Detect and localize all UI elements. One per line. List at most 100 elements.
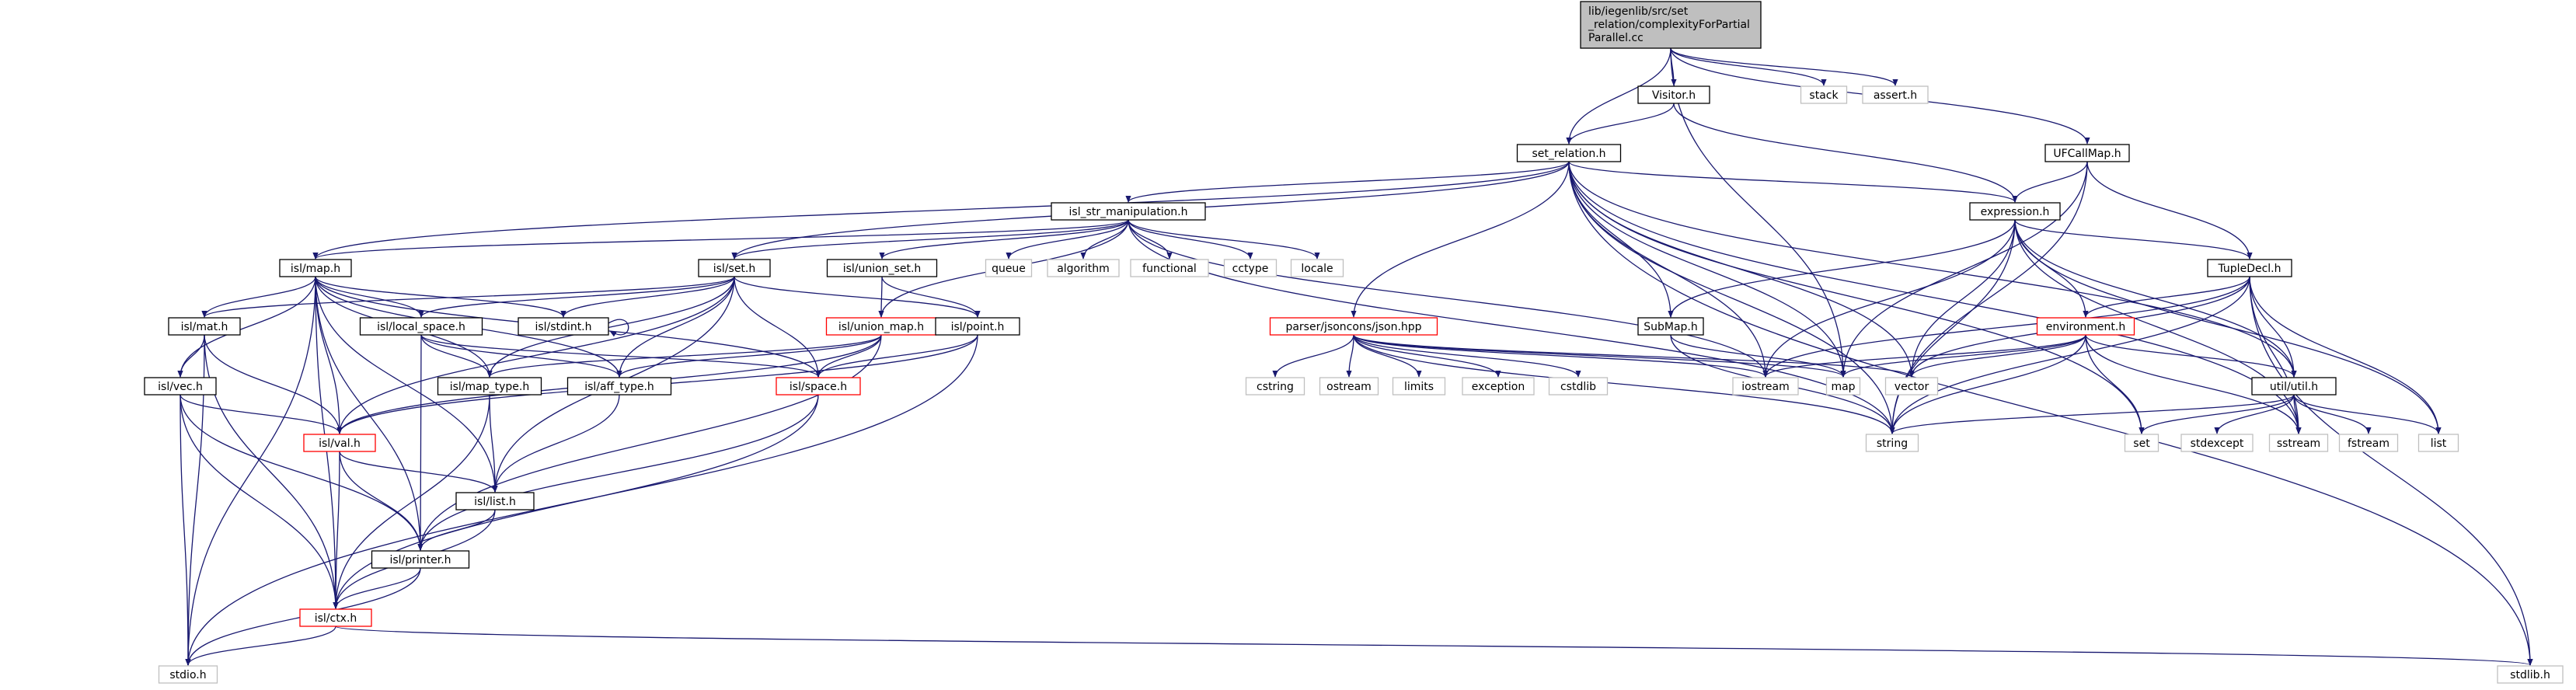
node-box-islset	[698, 259, 771, 277]
edge-expr-to-vector	[1908, 219, 2016, 378]
node-box-locspace	[359, 317, 483, 336]
edge-islset-to-point	[734, 276, 981, 318]
node-box-utilh	[2251, 377, 2337, 396]
node-unionset[interactable]: isl/union_set.h	[826, 259, 938, 277]
node-box-exception	[1462, 377, 1535, 396]
edge-json-to-cstring	[1272, 334, 1354, 378]
edge-utilh-to-fstream	[2293, 394, 2372, 434]
edge-islset-to-stdint	[560, 276, 735, 318]
node-label-ctx: isl/ctx.h	[315, 612, 357, 625]
node-label-cctype: cctype	[1232, 263, 1269, 275]
edge-json-to-ostream	[1346, 334, 1354, 378]
node-islmap[interactable]: isl/map.h	[279, 259, 352, 277]
edge-strmanip-to-cctype	[1128, 219, 1253, 260]
node-queue: queue	[985, 259, 1033, 277]
node-afftype[interactable]: isl/aff_type.h	[566, 377, 672, 396]
node-label-string: string	[1877, 437, 1908, 450]
node-box-sstream	[2268, 434, 2329, 452]
node-utilh[interactable]: util/util.h	[2251, 377, 2337, 396]
node-box-cctype	[1223, 259, 1278, 277]
node-tupledecl[interactable]: TupleDecl.h	[2207, 259, 2292, 277]
edge-visitor-to-expr	[1673, 103, 2018, 203]
node-limits: limits	[1392, 377, 1446, 396]
edge-submap-to-map	[1670, 334, 1846, 378]
edge-env-to-sstream	[2085, 334, 2302, 434]
edge-root-to-map	[1670, 47, 1846, 378]
node-submap[interactable]: SubMap.h	[1637, 317, 1704, 336]
edge-setrel-to-utilh	[1568, 161, 2297, 378]
node-label-islset: isl/set.h	[713, 263, 756, 275]
node-label-fstream: fstream	[2348, 437, 2390, 450]
edge-locspace-to-printer	[417, 334, 424, 551]
node-ostream: ostream	[1319, 377, 1379, 396]
node-unionmap[interactable]: isl/union_map.h	[825, 317, 937, 336]
node-label-visitor: Visitor.h	[1652, 89, 1696, 102]
node-val[interactable]: isl/val.h	[303, 434, 376, 452]
edge-strmanip-to-unionset	[879, 219, 1129, 260]
edge-strmanip-to-algorithm	[1080, 219, 1129, 260]
edge-expr-to-iostream	[1762, 219, 2016, 378]
node-box-submap	[1637, 317, 1704, 336]
edge-unionset-to-unionmap	[878, 276, 884, 318]
node-expr[interactable]: expression.h	[1969, 202, 2061, 221]
node-cctype: cctype	[1223, 259, 1278, 277]
node-space[interactable]: isl/space.h	[776, 377, 861, 396]
node-islmat[interactable]: isl/mat.h	[168, 317, 241, 336]
edge-islmat-to-vec	[177, 334, 205, 378]
node-islset[interactable]: isl/set.h	[698, 259, 771, 277]
node-root[interactable]: lib/iegenlib/src/set_relation/complexity…	[1580, 1, 1762, 49]
edge-islist-to-printer	[417, 509, 496, 551]
node-setrel[interactable]: set_relation.h	[1516, 144, 1622, 162]
edge-root-to-assert	[1670, 47, 1898, 86]
node-algorithm: algorithm	[1047, 259, 1120, 277]
node-label-env: environment.h	[2046, 321, 2125, 333]
node-box-stack	[1800, 85, 1848, 104]
edge-utilh-to-set	[2139, 394, 2295, 434]
node-box-ostream	[1319, 377, 1379, 396]
node-visitor[interactable]: Visitor.h	[1637, 85, 1710, 104]
node-label-cstring: cstring	[1257, 381, 1294, 393]
edge-unionmap-to-afftype	[616, 334, 882, 378]
node-label-stack: stack	[1809, 89, 1839, 102]
node-json[interactable]: parser/jsoncons/json.hpp	[1269, 317, 1438, 336]
node-box-json	[1269, 317, 1438, 336]
node-ufcall[interactable]: UFCallMap.h	[2044, 144, 2130, 162]
node-box-islmat	[168, 317, 241, 336]
node-label-locspace: isl/local_space.h	[377, 321, 465, 333]
node-ctx[interactable]: isl/ctx.h	[299, 608, 372, 627]
edge-setrel-to-expr	[1568, 161, 2018, 203]
node-printer[interactable]: isl/printer.h	[371, 550, 470, 569]
node-box-stdint	[518, 317, 609, 336]
edge-islset-to-locspace	[418, 276, 735, 318]
node-box-set	[2124, 434, 2159, 452]
edge-utilh-to-sstream	[2293, 394, 2302, 434]
node-label-islmap: isl/map.h	[291, 263, 340, 275]
node-strmanip[interactable]: isl_str_manipulation.h	[1051, 202, 1206, 221]
node-maptype[interactable]: isl/map_type.h	[437, 377, 542, 396]
node-vec[interactable]: isl/vec.h	[144, 377, 217, 396]
node-box-point	[935, 317, 1020, 336]
edge-json-to-cstdlib	[1353, 334, 1581, 378]
node-box-strmanip	[1051, 202, 1206, 221]
edge-env-to-map	[1840, 334, 2086, 378]
node-env[interactable]: environment.h	[2036, 317, 2135, 336]
node-label-locale: locale	[1301, 263, 1333, 275]
edge-afftype-to-islist	[492, 394, 620, 493]
edge-val-to-ctx	[333, 451, 340, 609]
node-stdint[interactable]: isl/stdint.h	[518, 317, 609, 336]
edge-json-to-limits	[1353, 334, 1422, 378]
edge-utilh-to-list	[2293, 394, 2442, 434]
node-label-ufcall: UFCallMap.h	[2053, 148, 2121, 160]
node-locspace[interactable]: isl/local_space.h	[359, 317, 483, 336]
edge-setrel-to-map	[1568, 161, 1846, 378]
node-islist[interactable]: isl/list.h	[455, 492, 535, 511]
node-label-limits: limits	[1404, 381, 1434, 393]
node-box-ufcall	[2044, 144, 2130, 162]
edge-expr-to-list	[2014, 219, 2442, 434]
edge-vec-to-stdio	[180, 394, 191, 666]
edge-ufcall-to-tupledecl	[2086, 161, 2253, 260]
edge-maptype-to-ctx	[333, 394, 490, 609]
edge-strmanip-to-queue	[1006, 219, 1129, 260]
node-point[interactable]: isl/point.h	[935, 317, 1020, 336]
